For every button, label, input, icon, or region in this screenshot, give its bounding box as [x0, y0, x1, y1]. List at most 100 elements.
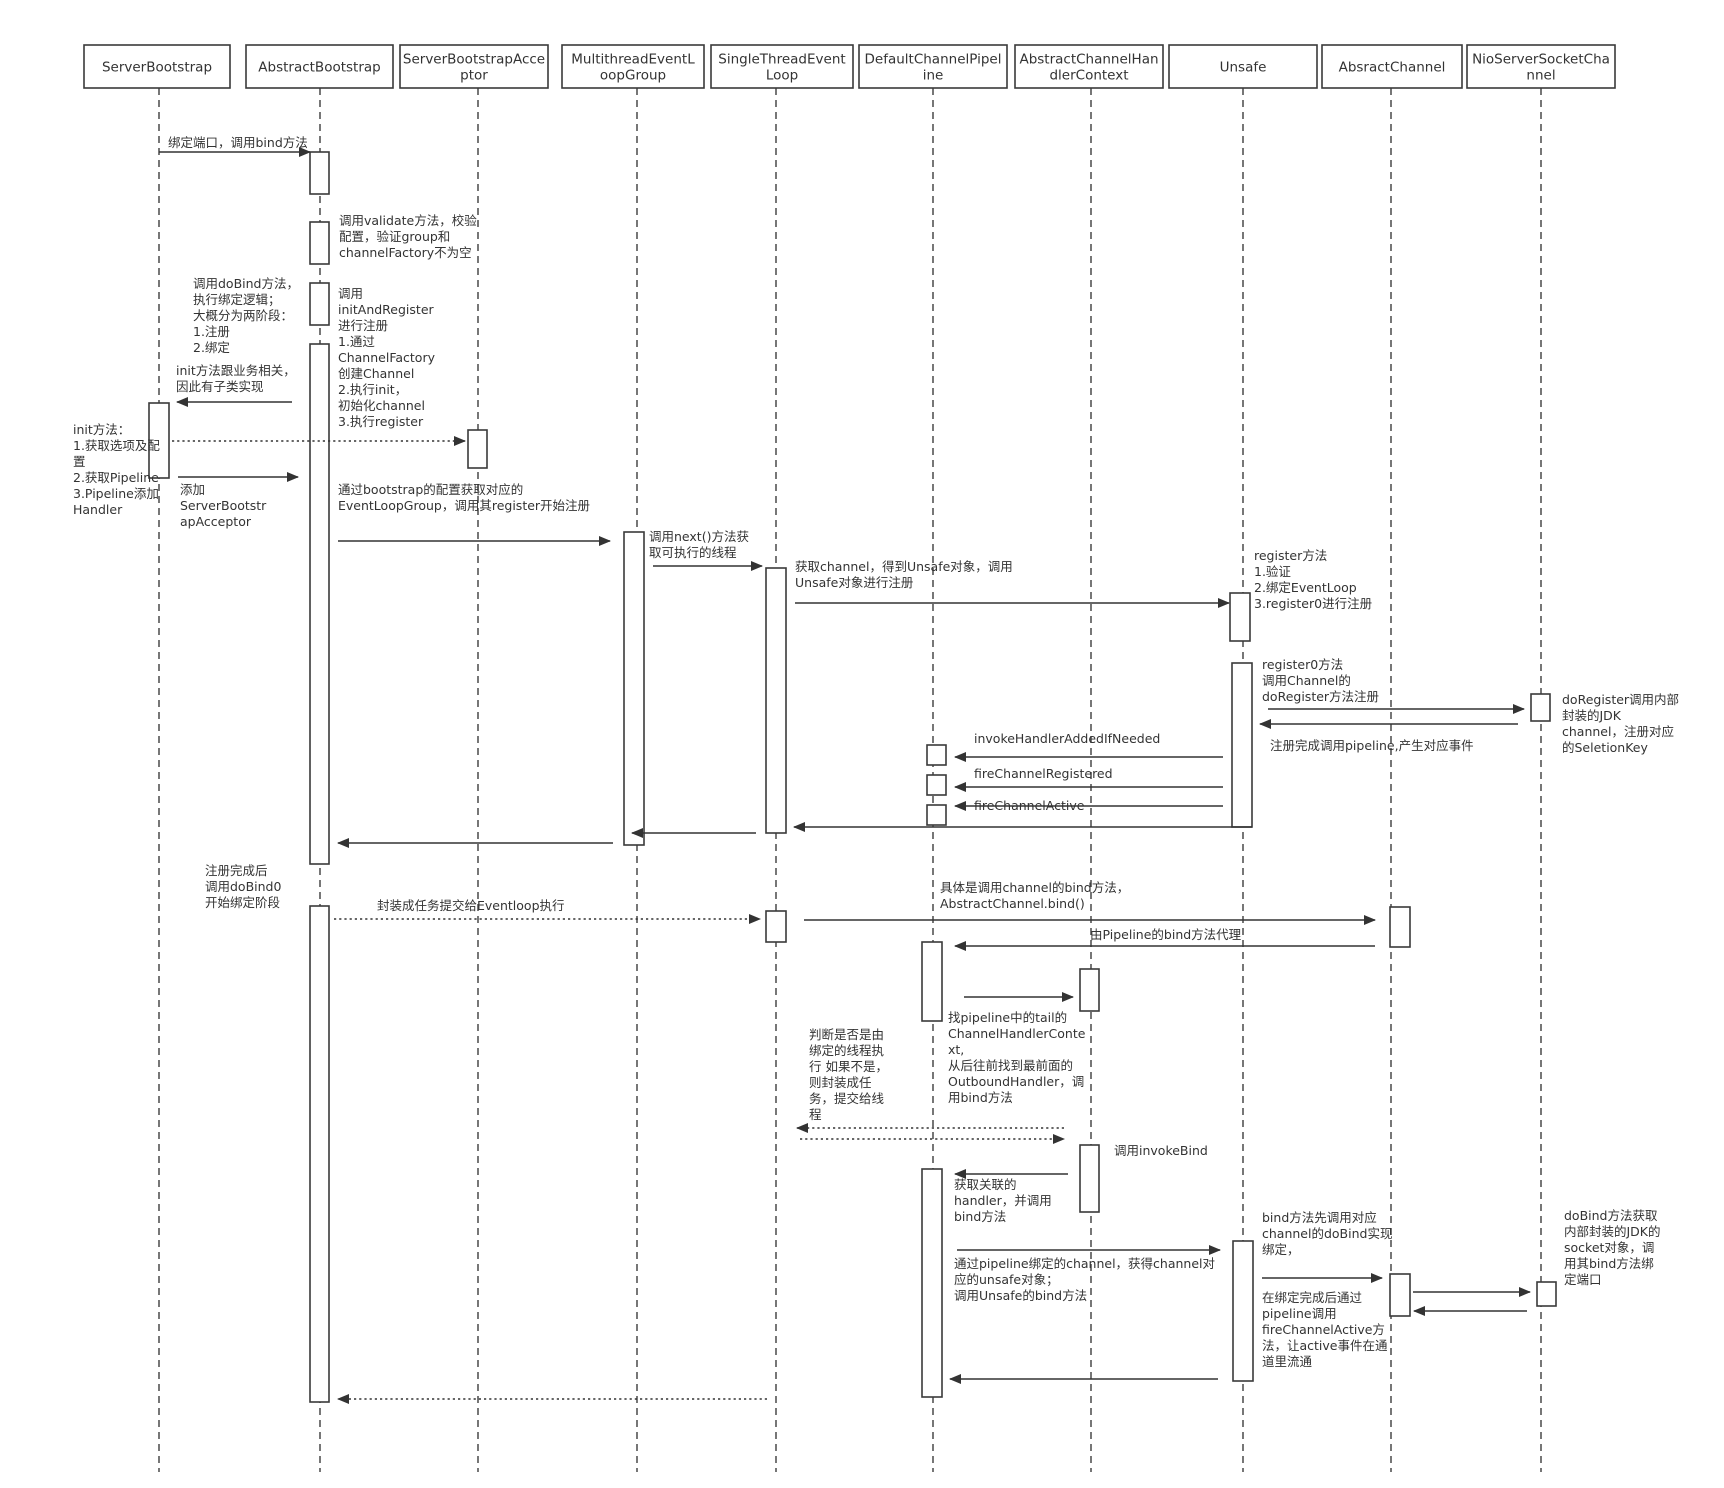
note-line: 3.执行register [338, 414, 424, 429]
note-line: 调用 [338, 286, 363, 301]
note-line: 注册完成后 [205, 863, 268, 878]
note-line: 应的unsafe对象； [954, 1272, 1059, 1287]
note-line: 注册完成调用pipeline,产生对应事件 [1270, 738, 1474, 753]
activation-bar [765, 910, 787, 943]
note-line: OutboundHandler，调 [948, 1074, 1084, 1089]
note-pipeline-events: 注册完成调用pipeline,产生对应事件 [1270, 738, 1474, 753]
note-line: AbstractChannel.bind() [940, 896, 1085, 911]
note-bind-call: 绑定端口，调用bind方法 [168, 135, 308, 150]
note-line: 封装的JDK [1562, 708, 1622, 723]
note-line: pipeline调用 [1262, 1306, 1337, 1321]
note-line: 法，让active事件在通 [1262, 1338, 1388, 1353]
note-line: initAndRegister [338, 302, 435, 317]
note-line: Unsafe对象进行注册 [795, 575, 913, 590]
activation-bar [1536, 1281, 1557, 1307]
note-line: 2.获取Pipeline [73, 470, 159, 485]
note-line: 2.执行init， [338, 382, 407, 397]
note-line: apAcceptor [180, 514, 252, 529]
activation-bar [467, 429, 488, 469]
note-line: xt, [948, 1042, 964, 1057]
activation-bar [921, 1168, 943, 1398]
note-line: 封装成任务提交给Eventloop执行 [377, 898, 565, 913]
participant-label: Loop [766, 68, 798, 84]
note-line: doBind方法获取 [1564, 1208, 1658, 1223]
activation-bar [1389, 906, 1411, 948]
note-line: init方法跟业务相关， [176, 363, 296, 378]
activation-bar [623, 531, 645, 846]
activation-bar [926, 804, 947, 826]
participant-label: oopGroup [600, 68, 666, 84]
participant-label: ServerBootstrapAcce [403, 52, 545, 68]
note-line: 的SeletionKey [1562, 740, 1648, 755]
activation-bar [926, 774, 947, 796]
note-init-subclass: init方法跟业务相关，因此有子类实现 [176, 363, 296, 394]
note-line: handler，并调用 [954, 1193, 1052, 1208]
note-line: 创建Channel [338, 366, 414, 381]
note-line: 2.绑定EventLoop [1254, 580, 1357, 595]
note-line: 2.绑定 [193, 340, 230, 355]
note-line: 配置，验证group和 [339, 229, 450, 244]
note-line: 取可执行的线程 [649, 545, 737, 560]
note-line: register方法 [1254, 548, 1327, 563]
note-pipeline-proxy: 由Pipeline的bind方法代理 [1090, 927, 1242, 942]
activation-bars [148, 151, 1557, 1403]
note-line: bind方法先调用对应 [1262, 1210, 1377, 1225]
note-line: doRegister方法注册 [1262, 689, 1379, 704]
activation-bar [765, 567, 787, 834]
note-line: 通过bootstrap的配置获取对应的 [338, 482, 523, 497]
note-line: fireChannelActive方 [1262, 1322, 1385, 1337]
activation-bar [1231, 662, 1253, 828]
note-handler-added: invokeHandlerAddedIfNeeded [974, 731, 1160, 746]
note-thread-check: 判断是否是由绑定的线程执行 如果不是，则封装成任务，提交给线程 [809, 1027, 888, 1122]
note-line: 3.register0进行注册 [1254, 596, 1372, 611]
participant-box-unsafe [1168, 44, 1318, 89]
note-line: 用其bind方法绑 [1564, 1256, 1654, 1271]
note-line: 从后往前找到最前面的 [948, 1058, 1073, 1073]
note-line: 定端口 [1564, 1272, 1602, 1287]
note-line: 执行绑定逻辑； [193, 292, 281, 307]
note-line: 程 [809, 1107, 822, 1122]
note-line: 内部封装的JDK的 [1564, 1224, 1661, 1239]
note-line: 1.通过 [338, 334, 375, 349]
note-line: channelFactory不为空 [339, 245, 472, 260]
activation-bar [309, 905, 330, 1403]
note-line: channel，注册对应 [1562, 724, 1674, 739]
note-line: ServerBootstr [180, 498, 267, 513]
note-line: fireChannelRegistered [974, 766, 1113, 781]
note-line: 道里流通 [1262, 1354, 1313, 1369]
lifelines [158, 88, 1542, 1472]
participant-box-serverbootstrapacceptor [399, 44, 549, 89]
note-line: 绑定， [1262, 1242, 1300, 1257]
note-line: 1.验证 [1254, 564, 1291, 579]
participant-box-defaultchannelpipeline [858, 44, 1008, 89]
activation-bar [309, 343, 330, 865]
participant-label: ptor [460, 68, 488, 84]
participant-label: Unsafe [1220, 60, 1267, 76]
note-line: Handler [73, 502, 123, 517]
note-line: 通过pipeline绑定的channel，获得channel对 [954, 1256, 1215, 1271]
note-line: channel的doBind实现 [1262, 1226, 1392, 1241]
note-line: 调用Unsafe的bind方法 [954, 1288, 1087, 1303]
participant-label: ine [923, 68, 944, 84]
participant-box-serverbootstrap [83, 44, 231, 89]
note-line: 找pipeline中的tail的 [948, 1010, 1067, 1025]
participant-box-abstractbootstrap [245, 44, 394, 89]
activation-bar [926, 744, 947, 766]
note-line: 初始化channel [338, 398, 425, 413]
note-line: 绑定端口，调用bind方法 [168, 135, 308, 150]
message-arrows [159, 147, 1531, 1404]
note-line: 用bind方法 [948, 1090, 1013, 1105]
note-channel-registered: fireChannelRegistered [974, 766, 1113, 781]
